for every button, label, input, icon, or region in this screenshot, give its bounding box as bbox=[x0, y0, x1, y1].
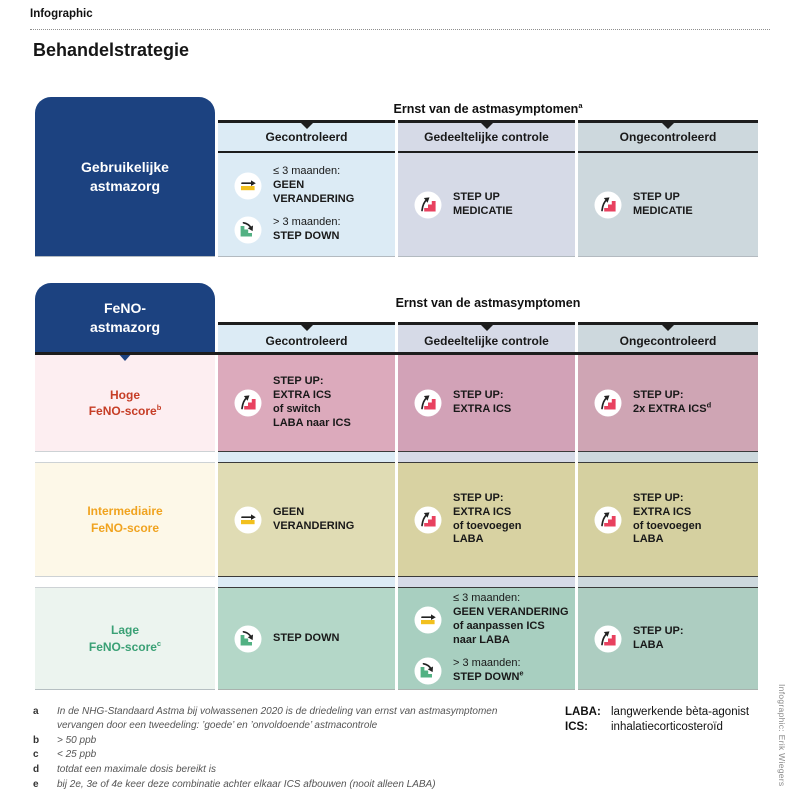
step-up-icon bbox=[594, 389, 622, 417]
step-down-icon bbox=[234, 216, 262, 244]
step-up-icon bbox=[594, 191, 622, 219]
step-up-icon bbox=[414, 191, 442, 219]
no-change-icon bbox=[234, 506, 262, 534]
no-change-icon bbox=[414, 606, 442, 634]
cell-lage-ongecontroleerd: STEP UP:LABA bbox=[578, 587, 758, 690]
credit: Infographic: Erik Wiegers bbox=[777, 684, 787, 787]
pointer-down-icon bbox=[117, 352, 133, 361]
no-change-icon bbox=[234, 172, 262, 200]
cell-item: STEP UP:2x EXTRA ICSd bbox=[594, 389, 752, 417]
legend-ics: ICS:inhalatiecorticosteroïd bbox=[565, 721, 723, 733]
step-up-icon bbox=[414, 389, 442, 417]
cell-text: STEP UP:LABA bbox=[633, 624, 684, 651]
step-up-icon bbox=[594, 625, 622, 653]
severity-heading-1: Ernst van de astmasymptomena bbox=[393, 100, 583, 116]
cell-item: STEP DOWN bbox=[234, 625, 389, 653]
severity-heading-2: Ernst van de astmasymptomen bbox=[395, 295, 581, 310]
column-header-gedeeltelijke-controle-2: Gedeeltelijke controle bbox=[398, 322, 575, 355]
cell-item: STEP UP:LABA bbox=[594, 625, 752, 653]
cell-item: STEP UP:EXTRA ICS bbox=[414, 389, 569, 417]
cell-hoge-gedeeltelijke-controle: STEP UP:EXTRA ICS bbox=[398, 355, 575, 452]
column-header-gecontroleerd-2: Gecontroleerd bbox=[218, 322, 395, 355]
step-down-icon bbox=[234, 625, 262, 653]
page-title: Behandelstrategie bbox=[33, 40, 190, 60]
top-rule bbox=[30, 29, 770, 30]
column-header-ongecontroleerd-2: Ongecontroleerd bbox=[578, 322, 758, 355]
step-up-icon bbox=[414, 506, 442, 534]
step-up-icon bbox=[594, 506, 622, 534]
feno-care-label: FeNO-astmazorg bbox=[35, 283, 215, 361]
page-tag: Infographic bbox=[30, 8, 93, 20]
header-divider-line bbox=[35, 352, 758, 355]
legend: LABA:langwerkende bèta-agonist ICS:inhal… bbox=[565, 706, 749, 736]
table-feno-care: FeNO-astmazorg Ernst van de astmasymptom… bbox=[35, 283, 758, 690]
cell-text: STEP UP:2x EXTRA ICSd bbox=[633, 389, 712, 415]
cell-hoge-ongecontroleerd: STEP UP:2x EXTRA ICSd bbox=[578, 355, 758, 452]
cell-item: > 3 maanden:STEP DOWNe bbox=[414, 657, 569, 685]
step-down-icon bbox=[414, 657, 442, 685]
cell-text: STEP UP:EXTRA ICS bbox=[453, 389, 512, 415]
column-header-ongecontroleerd-1: Ongecontroleerd bbox=[578, 120, 758, 153]
column-header-gedeeltelijke-controle-1: Gedeeltelijke controle bbox=[398, 120, 575, 153]
legend-laba: LABA:langwerkende bèta-agonist bbox=[565, 706, 750, 718]
cell-lage-gecontroleerd: STEP DOWN bbox=[218, 587, 395, 690]
cell-item: > 3 maanden:STEP DOWN bbox=[234, 216, 389, 244]
column-header-gecontroleerd-1: Gecontroleerd bbox=[218, 120, 395, 153]
step-up-icon bbox=[234, 389, 262, 417]
feno-care-label-text: FeNO-astmazorg bbox=[89, 300, 161, 335]
footnote-b: b> 50 ppb bbox=[33, 734, 97, 746]
footnote-c: c< 25 ppb bbox=[33, 749, 97, 761]
cell-text: > 3 maanden:STEP DOWN bbox=[273, 215, 341, 242]
cell-text: STEP DOWN bbox=[273, 631, 340, 644]
cell-text: > 3 maanden:STEP DOWNe bbox=[453, 656, 524, 683]
